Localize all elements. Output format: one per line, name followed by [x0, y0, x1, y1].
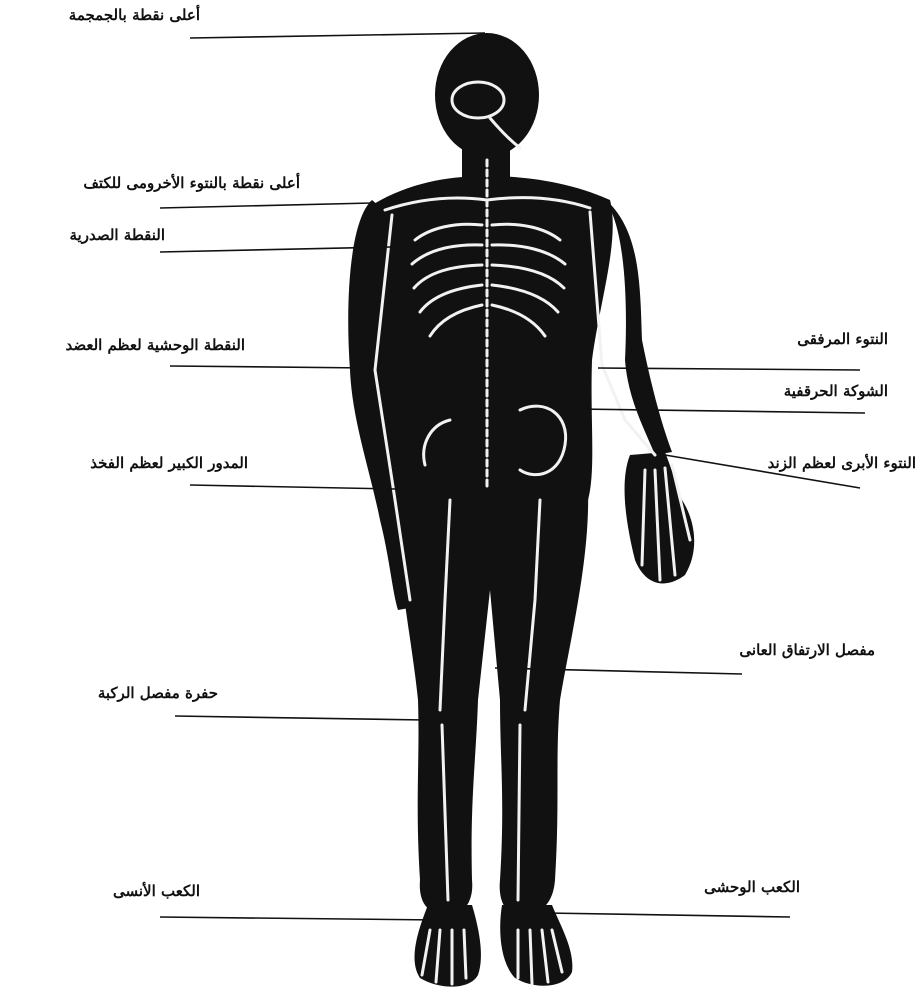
leader-lateral-malleolus — [545, 913, 790, 917]
label-humerus-lateral: النقطة الوحشية لعظم العضد — [0, 338, 245, 353]
leader-skull-top — [190, 33, 485, 38]
label-chest-point: النقطة الصدرية — [20, 228, 165, 243]
label-ulna-styloid: النتوء الأبرى لعظم الزند — [660, 456, 916, 471]
label-medial-malleolus: الكعب الأنسى — [20, 884, 200, 899]
label-lateral-malleolus: الكعب الوحشى — [640, 880, 800, 895]
foot-left — [415, 905, 481, 987]
label-iliac-spine: الشوكة الحرقفية — [680, 384, 888, 399]
label-acromion-top: أعلى نقطة بالنتوء الأخرومى للكتف — [0, 176, 300, 191]
leader-humerus — [170, 366, 370, 368]
leader-trochanter — [190, 485, 395, 489]
leader-acromion — [160, 203, 372, 208]
leader-knee — [175, 716, 425, 720]
tibia-right — [518, 725, 520, 900]
label-skull-top: أعلى نقطة بالجمجمة — [20, 8, 200, 23]
leader-medial-malleolus — [160, 917, 440, 920]
label-knee-fossa: حفرة مفصل الركبة — [20, 686, 218, 701]
label-femur-trochanter: المدور الكبير لعظم الفخذ — [0, 456, 248, 471]
label-pubic-symphysis: مفصل الارتفاق العانى — [640, 643, 875, 658]
leader-iliac — [576, 409, 865, 413]
foot-right — [500, 905, 572, 986]
head — [435, 33, 539, 157]
legs — [396, 490, 588, 915]
label-olecranon: النتوء المرفقى — [680, 332, 888, 347]
